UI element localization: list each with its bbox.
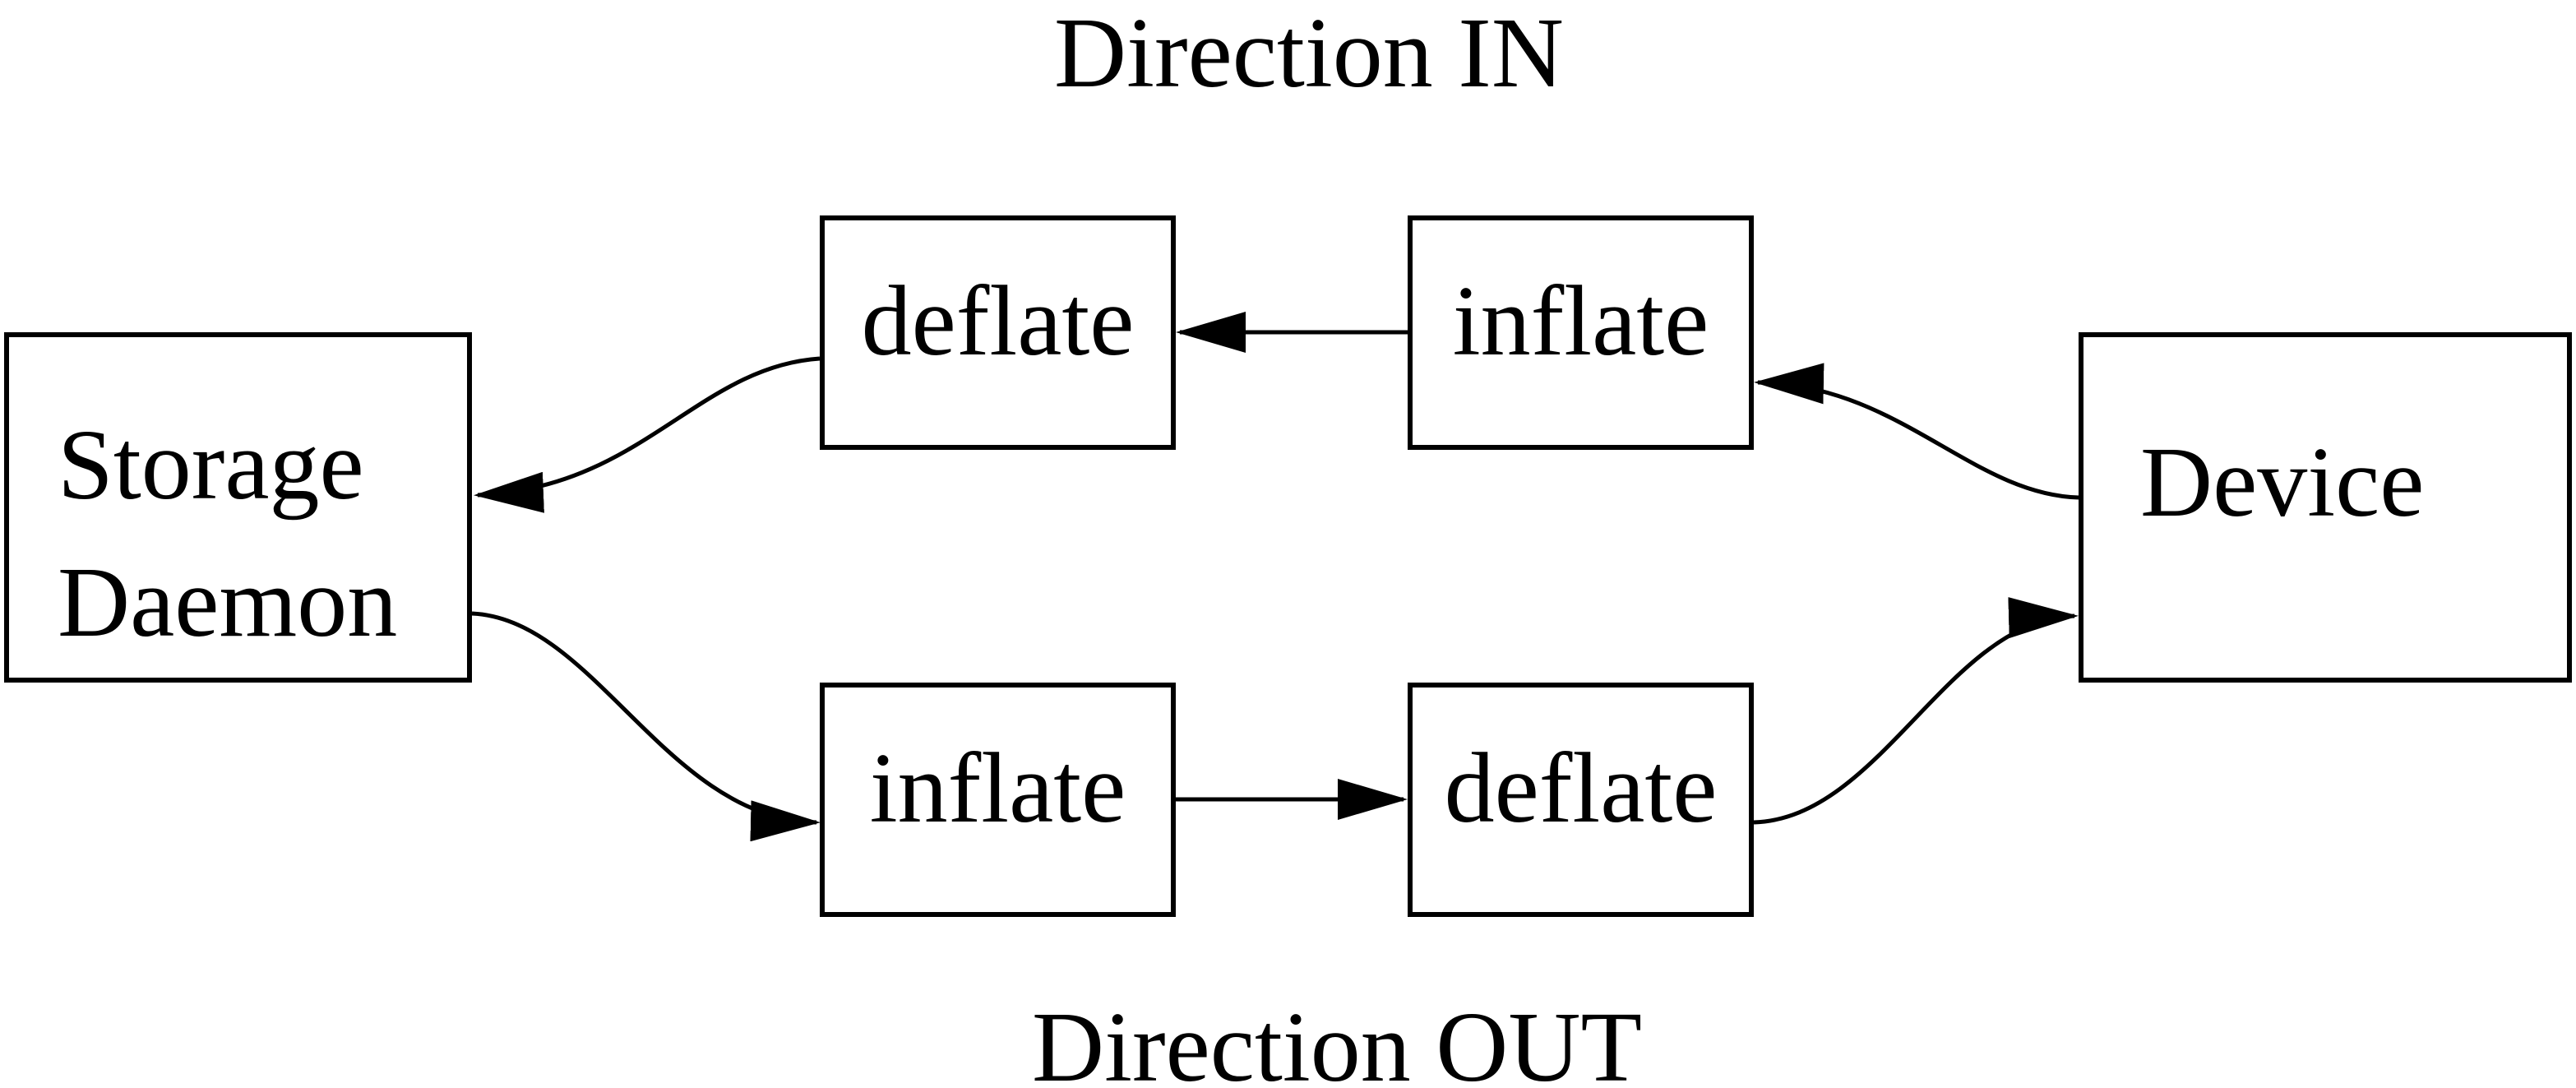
inflate-out-label: inflate — [869, 732, 1126, 844]
deflate-out-label: deflate — [1444, 732, 1718, 844]
deflate-out-box: deflate — [1408, 683, 1754, 917]
inflate-out-box: inflate — [820, 683, 1176, 917]
storage-daemon-label-line2: Daemon — [58, 547, 398, 658]
arrow-deflate-out-to-device — [1753, 597, 2079, 825]
inflate-in-label: inflate — [1452, 265, 1709, 377]
direction-out-title: Direction OUT — [1032, 992, 1642, 1088]
arrow-device-to-inflate-in — [1754, 363, 2079, 500]
storage-daemon-label-line1: Storage — [58, 410, 364, 521]
device-box: Device — [2079, 332, 2572, 683]
device-label: Device — [2140, 427, 2425, 538]
deflate-in-label: deflate — [861, 265, 1135, 377]
arrow-deflate-in-to-storage-daemon — [474, 356, 821, 513]
storage-daemon-box: Storage Daemon — [4, 332, 472, 683]
direction-in-title: Direction IN — [1054, 0, 1564, 109]
inflate-in-box: inflate — [1408, 215, 1754, 450]
arrow-storage-daemon-to-inflate-out — [471, 611, 821, 842]
deflate-in-box: deflate — [820, 215, 1176, 450]
